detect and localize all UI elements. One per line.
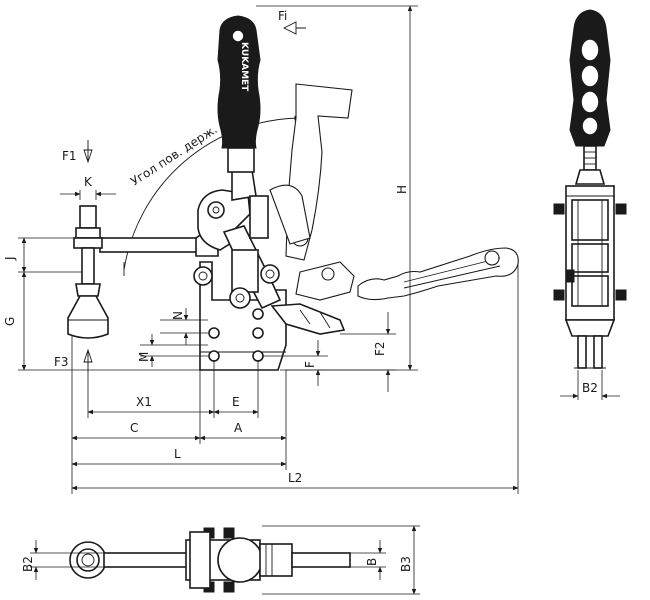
dim-l2: L2 [288,471,302,485]
handle-brand-text: KUKAMET [239,42,249,92]
top-handle [291,552,351,568]
side-view: B2 [553,9,627,400]
top-arm [103,552,195,568]
fi-label: Fi [278,9,287,23]
dim-m: M [137,352,151,362]
handle-upright: KUKAMET [217,15,261,173]
dim-b2-top: B2 [21,556,35,572]
dim-x1: X1 [136,395,152,409]
fi-arrow [282,21,306,35]
dim-a: A [234,421,243,435]
f1-label: F1 [62,149,77,163]
angle-label: Угол пов. держ. [128,122,220,188]
dim-f2: F2 [373,341,387,356]
dim-f: F [303,361,317,368]
spindle-assembly [67,205,109,339]
top-spindle [69,541,107,579]
dim-k: K [84,175,93,189]
dim-b2-side: B2 [582,381,598,395]
top-view: B2 B B3 [21,525,420,595]
linkage-body [193,169,346,335]
side-body [553,185,627,369]
handle-horizontal [295,247,519,301]
dim-h: H [395,185,409,194]
f3-label: F3 [54,355,69,369]
dimension-lines [18,5,519,494]
dim-e: E [232,395,240,409]
top-body [185,527,293,593]
f3-arrow [83,348,93,372]
dim-b: B [365,558,379,566]
f1-arrow [83,140,93,164]
dim-c: C [130,421,138,435]
dim-n: N [171,311,185,320]
handle-open-ghost [269,83,353,261]
handle-swing-arc [123,115,301,271]
dim-g: G [3,317,17,326]
side-handle [569,9,611,185]
top-dimensions [30,525,420,595]
dim-b3: B3 [399,556,413,572]
dim-j: J [3,256,17,261]
side-dimension [560,370,620,400]
front-view: KUKAMET Fi F1 F3 Угол пов. держ. [3,5,519,494]
dim-l: L [174,447,181,461]
